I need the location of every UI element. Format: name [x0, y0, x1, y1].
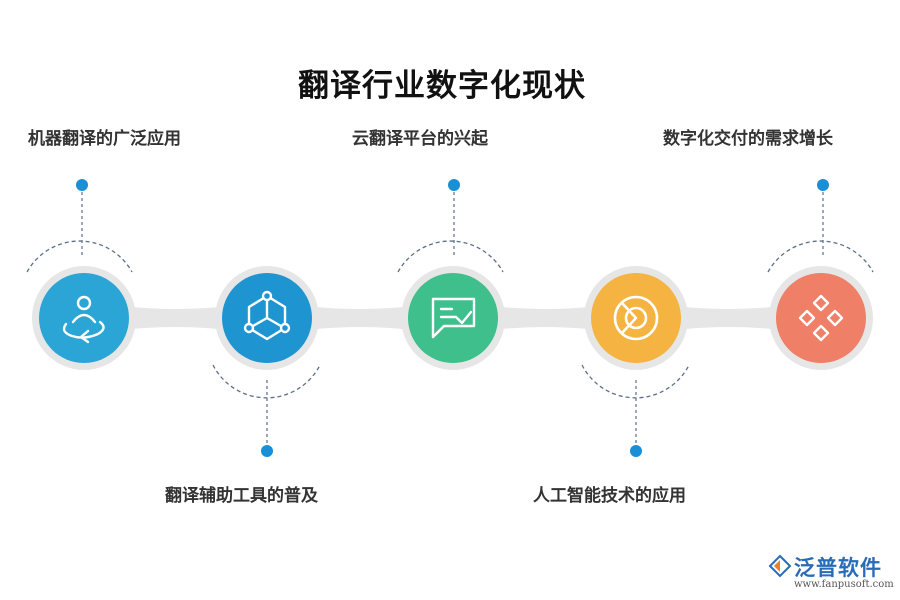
stage-2-marker	[261, 445, 273, 457]
stage-1-label: 机器翻译的广泛应用	[28, 129, 181, 149]
stage-5-circle	[776, 273, 866, 363]
stage-2-label: 翻译辅助工具的普及	[165, 486, 318, 506]
diamond-grid-icon	[798, 294, 844, 342]
stage-4-marker	[630, 445, 642, 457]
brand-watermark: 泛普软件 www.fanpusoft.com	[768, 552, 894, 596]
chat-check-icon	[431, 297, 476, 339]
stage-1	[26, 179, 136, 370]
brand-logo-icon	[768, 554, 792, 578]
brand-name: 泛普软件	[794, 556, 882, 580]
stage-5	[767, 179, 874, 370]
stage-1-circle	[39, 273, 129, 363]
page-title: 翻译行业数字化现状	[298, 68, 586, 104]
stage-5-marker	[817, 179, 829, 191]
stage-3-label: 云翻译平台的兴起	[352, 129, 488, 149]
stage-1-marker	[76, 179, 88, 191]
stage-2	[212, 266, 321, 457]
stage-4	[581, 266, 690, 457]
person-rotate-icon	[62, 295, 105, 344]
stage-4-label: 人工智能技术的应用	[533, 486, 686, 506]
donut-chart-icon	[613, 295, 659, 341]
stage-3-marker	[448, 179, 460, 191]
brand-url: www.fanpusoft.com	[794, 579, 894, 590]
stage-5-label: 数字化交付的需求增长	[663, 129, 833, 149]
stage-3	[397, 179, 505, 370]
network-hexagon-icon	[243, 290, 291, 341]
